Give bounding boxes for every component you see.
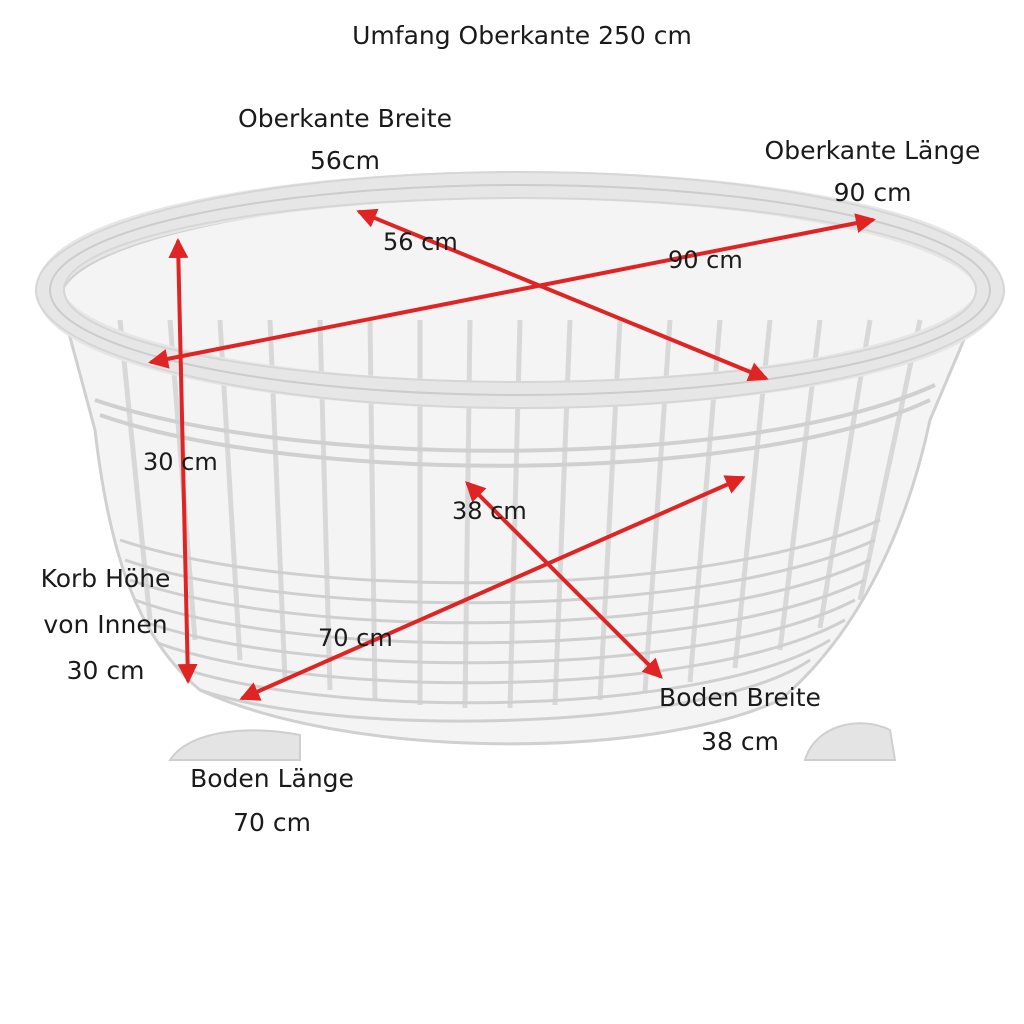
arrow-label-top-width: 56 cm (383, 228, 458, 256)
height-line2: von Innen (43, 610, 168, 639)
top-width-value: 56cm (310, 146, 380, 175)
label-top-length: Oberkante Länge 90 cm (745, 130, 1000, 214)
top-length-title: Oberkante Länge (764, 136, 981, 165)
label-bottom-width: Boden Breite 38 cm (640, 676, 840, 764)
diagram-title: Umfang Oberkante 250 cm (332, 15, 712, 57)
arrow-label-bottom-length: 70 cm (318, 624, 393, 652)
arrow-bottom-length (239, 475, 746, 701)
basket-wheels (168, 722, 897, 761)
arrow-top-length (148, 213, 876, 369)
title-text: Umfang Oberkante 250 cm (352, 21, 692, 50)
top-width-title: Oberkante Breite (238, 104, 452, 133)
label-bottom-length: Boden Länge 70 cm (172, 757, 372, 845)
bottom-width-title: Boden Breite (659, 683, 821, 712)
bottom-width-value: 38 cm (701, 727, 779, 756)
bottom-length-title: Boden Länge (190, 764, 354, 793)
label-basket-height: Korb Höhe von Innen 30 cm (18, 556, 193, 694)
height-value: 30 cm (66, 656, 145, 685)
height-line1: Korb Höhe (40, 564, 171, 593)
arrow-label-bottom-width: 38 cm (452, 497, 527, 525)
arrow-basket-height (168, 238, 198, 684)
top-length-value: 90 cm (833, 178, 912, 207)
basket-rim (35, 171, 1005, 409)
arrow-label-top-length: 90 cm (668, 246, 743, 274)
label-top-width: Oberkante Breite 56cm (220, 98, 470, 182)
bottom-length-value: 70 cm (233, 808, 311, 837)
arrow-label-height: 30 cm (143, 448, 218, 476)
